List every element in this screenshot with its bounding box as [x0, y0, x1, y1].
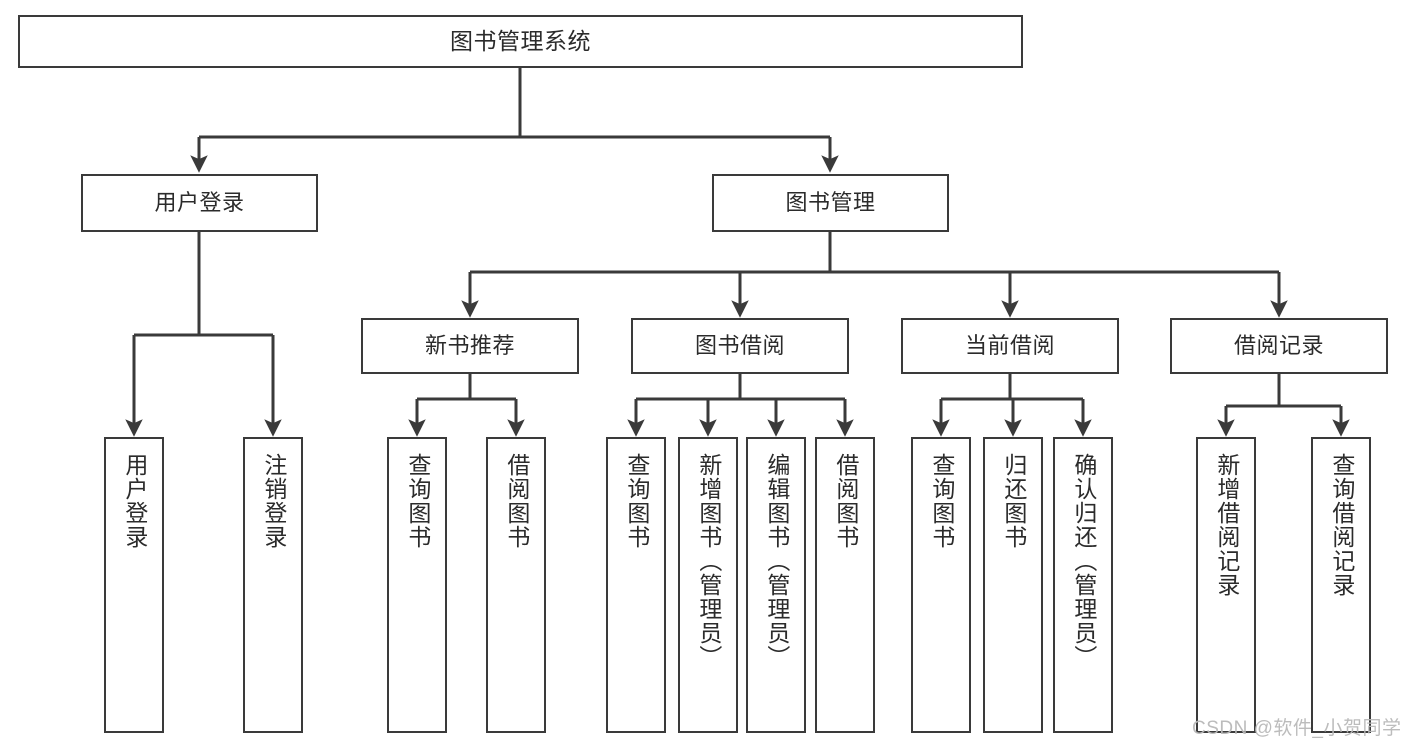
node-leaf-query-book-3[interactable]: 查询图书	[911, 437, 971, 733]
node-leaf-query-book-2-label: 查询图书	[623, 453, 650, 549]
node-root[interactable]: 图书管理系统	[18, 15, 1023, 68]
node-leaf-return-book-label: 归还图书	[1000, 453, 1027, 549]
node-book-borrow-label: 图书借阅	[694, 332, 785, 358]
node-leaf-edit-book-label: 编辑图书（管理员）	[763, 453, 790, 669]
node-leaf-add-record[interactable]: 新增借阅记录	[1196, 437, 1256, 733]
node-leaf-query-book-2[interactable]: 查询图书	[606, 437, 666, 733]
node-leaf-confirm-return[interactable]: 确认归还（管理员）	[1053, 437, 1113, 733]
node-leaf-add-book-label: 新增图书（管理员）	[695, 453, 722, 669]
node-borrow-record-label: 借阅记录	[1233, 332, 1324, 358]
node-leaf-confirm-return-label: 确认归还（管理员）	[1070, 453, 1097, 669]
node-user-login-label: 用户登录	[154, 189, 245, 215]
node-leaf-borrow-book-2[interactable]: 借阅图书	[815, 437, 875, 733]
csdn-watermark: CSDN @软件_小贺同学	[1192, 718, 1402, 739]
node-leaf-query-record[interactable]: 查询借阅记录	[1311, 437, 1371, 733]
node-leaf-edit-book[interactable]: 编辑图书（管理员）	[746, 437, 806, 733]
node-leaf-user-login-label: 用户登录	[121, 453, 148, 549]
node-new-book-rec-label: 新书推荐	[424, 332, 515, 358]
node-leaf-query-record-label: 查询借阅记录	[1328, 453, 1355, 597]
node-leaf-user-logout[interactable]: 注销登录	[243, 437, 303, 733]
node-book-manage[interactable]: 图书管理	[712, 174, 949, 232]
node-current-borrow[interactable]: 当前借阅	[901, 318, 1119, 374]
node-leaf-borrow-book-1[interactable]: 借阅图书	[486, 437, 546, 733]
node-leaf-query-book-1-label: 查询图书	[404, 453, 431, 549]
node-root-label: 图书管理系统	[450, 27, 591, 54]
node-leaf-borrow-book-2-label: 借阅图书	[832, 453, 859, 549]
node-leaf-query-book-1[interactable]: 查询图书	[387, 437, 447, 733]
node-leaf-user-login[interactable]: 用户登录	[104, 437, 164, 733]
node-leaf-add-book[interactable]: 新增图书（管理员）	[678, 437, 738, 733]
node-borrow-record[interactable]: 借阅记录	[1170, 318, 1388, 374]
node-user-login[interactable]: 用户登录	[81, 174, 318, 232]
node-leaf-borrow-book-1-label: 借阅图书	[503, 453, 530, 549]
node-new-book-rec[interactable]: 新书推荐	[361, 318, 579, 374]
node-leaf-user-logout-label: 注销登录	[260, 453, 287, 549]
node-leaf-query-book-3-label: 查询图书	[928, 453, 955, 549]
node-book-borrow[interactable]: 图书借阅	[631, 318, 849, 374]
node-book-manage-label: 图书管理	[785, 189, 876, 215]
node-leaf-return-book[interactable]: 归还图书	[983, 437, 1043, 733]
node-leaf-add-record-label: 新增借阅记录	[1213, 453, 1240, 597]
node-current-borrow-label: 当前借阅	[964, 332, 1055, 358]
